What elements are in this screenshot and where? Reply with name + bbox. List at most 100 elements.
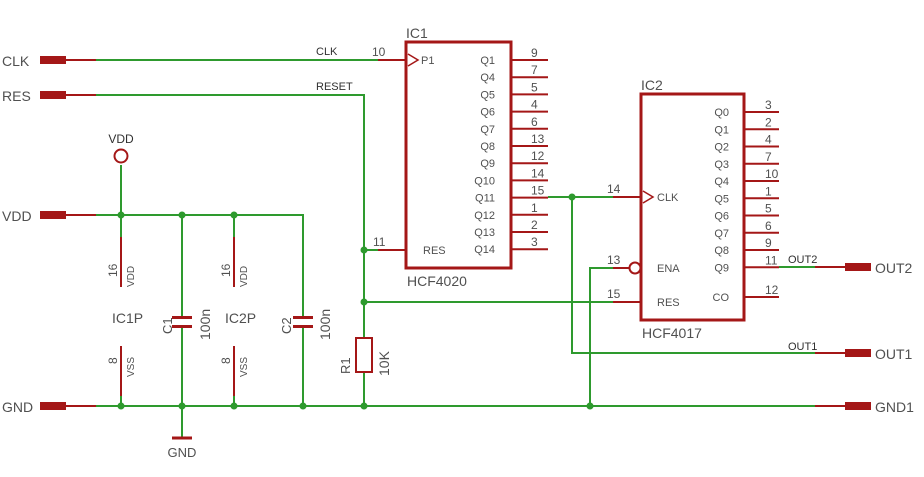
ic1-output-pin-num: 2 <box>531 218 538 232</box>
ic1-ref: IC1 <box>406 25 428 41</box>
ic2p-name: IC2P <box>225 310 256 326</box>
port-gnd-label: GND <box>2 399 33 415</box>
port-gnd1-pad[interactable] <box>845 402 871 410</box>
ic2-output-pin-label: Q3 <box>714 159 729 171</box>
c2-value: 100n <box>317 309 333 340</box>
c1-value: 100n <box>197 309 213 340</box>
net-label-clk: CLK <box>316 46 338 58</box>
port-gnd-pad[interactable] <box>40 402 66 410</box>
net-label-out1: OUT1 <box>788 341 817 353</box>
ic2p-vdd-pin-num: 16 <box>219 263 233 277</box>
ic1-output-pin-label: Q12 <box>474 210 495 222</box>
gnd-supply-label: GND <box>168 445 197 460</box>
ic2-clk-triangle <box>642 190 655 204</box>
ic2-output-pin-num: 12 <box>765 283 779 297</box>
resistor-r1[interactable]: R1 10K <box>338 337 392 376</box>
junction-dot <box>230 211 238 219</box>
ic1-component[interactable]: IC1 HCF4020 10 P1 11 RES Q19Q47Q55Q64Q76… <box>372 25 548 289</box>
ic2-component[interactable]: IC2 HCF4017 14 CLK 13 ENA 15 RES Q03Q12Q… <box>607 77 779 341</box>
port-clk-pad[interactable] <box>40 56 66 64</box>
c1-plate-bottom <box>172 325 192 328</box>
ic2-output-pin-label: Q8 <box>714 245 729 257</box>
ic1p-vss-pin-label: VSS <box>126 357 137 377</box>
wires <box>96 59 815 438</box>
port-res-label: RES <box>2 88 31 104</box>
ic1-clk-triangle <box>407 53 420 67</box>
ic1-clk-pin-num: 10 <box>372 45 386 59</box>
junction-dot <box>568 193 576 201</box>
ic2-part: HCF4017 <box>642 325 702 341</box>
ic2-output-pin-num: 11 <box>765 253 778 267</box>
ic1-output-pin-label: Q5 <box>480 89 495 101</box>
ic1-output-pin-label: Q1 <box>480 55 495 67</box>
ic1-output-pins: Q19Q47Q55Q64Q76Q813Q912Q1014Q1115Q121Q13… <box>474 46 548 256</box>
ic1p-vss-pin-num: 8 <box>106 357 120 364</box>
capacitor-c1[interactable]: C1 100n <box>160 309 213 340</box>
ic1-output-pin-label: Q7 <box>480 124 495 136</box>
ic2-output-pin-num: 2 <box>765 115 772 129</box>
ic2-body <box>639 92 746 322</box>
ic2-output-pin-label: Q4 <box>714 176 729 188</box>
junction-dot <box>586 402 594 410</box>
junction-dot <box>178 211 186 219</box>
ic1-clk-pin-label: P1 <box>421 55 434 67</box>
junction-dot <box>360 298 368 306</box>
vdd-supply-symbol[interactable]: VDD <box>108 132 134 164</box>
ic1-output-pin-label: Q13 <box>474 227 495 239</box>
ic1-output-pin-label: Q9 <box>480 158 495 170</box>
vdd-supply-circle <box>113 148 129 164</box>
ic2-output-pin-label: Q1 <box>714 124 729 136</box>
ic2-output-pin-num: 7 <box>765 150 772 164</box>
c1-ref: C1 <box>160 317 175 334</box>
ic2-output-pin-num: 4 <box>765 133 772 147</box>
capacitor-c2[interactable]: C2 100n <box>279 309 333 340</box>
net-label-out2: OUT2 <box>788 254 817 266</box>
ic1-res-pin-num: 11 <box>373 235 386 249</box>
wire-ena-gnd <box>589 267 613 406</box>
junction-dot <box>117 211 125 219</box>
ic1p-power-unit[interactable]: 16 VDD IC1P 8 VSS <box>106 237 143 396</box>
ic1-output-pin-label: Q6 <box>480 107 495 119</box>
ic1-output-pin-label: Q14 <box>474 244 495 256</box>
ic1-output-pin-label: Q8 <box>480 141 495 153</box>
r1-ref: R1 <box>338 357 353 374</box>
vdd-supply-label: VDD <box>108 132 134 146</box>
ic2-output-pin-label: Q9 <box>714 262 729 274</box>
ic2p-power-unit[interactable]: 16 VDD IC2P 8 VSS <box>219 237 256 396</box>
ic2p-vdd-pin-label: VDD <box>239 266 250 287</box>
net-label-reset: RESET <box>316 81 353 93</box>
ic1-output-pin-num: 4 <box>531 98 538 112</box>
ic2-output-pin-num: 1 <box>765 184 772 198</box>
port-out2-pad[interactable] <box>845 263 871 271</box>
ic2-output-pin-label: Q7 <box>714 228 729 240</box>
ic1-output-pin-label: Q10 <box>474 175 495 187</box>
ic1p-vdd-pin-num: 16 <box>106 263 120 277</box>
port-vdd-pad[interactable] <box>40 211 66 219</box>
port-res-pad[interactable] <box>40 91 66 99</box>
ic2-output-pin-label: Q2 <box>714 142 729 154</box>
ic1-output-pin-num: 12 <box>531 149 545 163</box>
ic1-res-pin-label: RES <box>423 245 446 257</box>
junction-dot <box>299 402 307 410</box>
port-out1-pad[interactable] <box>845 349 871 357</box>
ic2-output-pin-num: 9 <box>765 236 772 250</box>
ic1p-name: IC1P <box>112 310 143 326</box>
ic1-part: HCF4020 <box>407 273 467 289</box>
port-vdd-label: VDD <box>2 208 32 224</box>
ic2-clk-pin-label: CLK <box>657 192 679 204</box>
junction-dot <box>117 402 125 410</box>
ic2p-vss-pin-label: VSS <box>239 357 250 377</box>
port-out2-label: OUT2 <box>875 260 913 276</box>
c2-ref: C2 <box>279 317 294 334</box>
r1-body <box>355 337 373 373</box>
ic1-output-pin-num: 5 <box>531 80 538 94</box>
ic1-output-pin-num: 15 <box>531 184 545 198</box>
c1-plate-top <box>172 316 192 319</box>
gnd-supply-symbol[interactable]: GND <box>168 436 197 460</box>
ic2p-vss-pin-num: 8 <box>219 357 233 364</box>
ic2-output-pin-num: 5 <box>765 202 772 216</box>
ic1-output-pin-num: 14 <box>531 166 545 180</box>
ic2-ena-bubble <box>628 261 642 275</box>
